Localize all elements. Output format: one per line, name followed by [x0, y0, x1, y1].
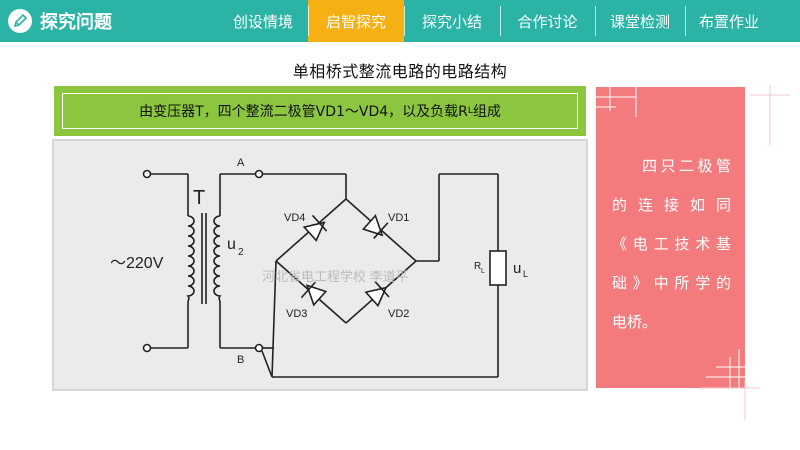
section-title: 探究问题 [40, 12, 112, 33]
vd3-label: VD3 [286, 308, 307, 320]
secondary-voltage-sub: 2 [238, 247, 244, 258]
tab-create-scenario[interactable]: 创设情境 [232, 12, 293, 31]
tab-quiz[interactable]: 课堂检测 [595, 0, 685, 42]
tab-summary[interactable]: 探究小结 [404, 0, 500, 42]
slide-title: 单相桥式整流电路的电路结构 [292, 62, 508, 81]
corner-deco-top [750, 85, 790, 145]
section-header: 探究问题 [8, 6, 112, 36]
tab-inquiry[interactable]: 启智探究 [308, 0, 404, 42]
circuit-diagram: T ～220V u 2 A B VD4 VD1 VD3 VD2 R L u L … [52, 139, 588, 391]
node-b-label: B [237, 354, 244, 366]
secondary-voltage-label: u [227, 236, 236, 253]
node-a-label: A [237, 157, 245, 169]
explanation-text: 四只二极管的连接如同《电工技术基础》中所学的电桥。 [612, 157, 731, 331]
load-label: R [474, 261, 481, 272]
diode-vd3 [300, 281, 328, 307]
source-label: ～220V [110, 255, 164, 272]
tab-homework[interactable]: 布置作业 [685, 0, 773, 42]
pencil-icon [8, 9, 32, 33]
corner-deco-bottom [700, 380, 760, 420]
tab-discussion[interactable]: 合作讨论 [500, 0, 595, 42]
diode-vd1 [361, 214, 389, 239]
vd4-label: VD4 [284, 212, 305, 224]
output-voltage-sub: L [523, 269, 528, 279]
diode-vd4 [302, 214, 328, 242]
load-label-sub: L [481, 268, 485, 275]
nav-tabs: 创设情境 启智探究 探究小结 合作讨论 课堂检测 布置作业 [218, 0, 773, 42]
explanation-card: 四只二极管的连接如同《电工技术基础》中所学的电桥。 [596, 87, 745, 388]
vd1-label: VD1 [388, 212, 409, 224]
decorative-lines [596, 87, 745, 388]
transformer-label: T [193, 187, 205, 209]
output-voltage-label: u [513, 260, 521, 277]
diode-vd2 [364, 280, 390, 308]
top-bar: 探究问题 创设情境 启智探究 探究小结 合作讨论 课堂检测 布置作业 [0, 0, 800, 42]
vd2-label: VD2 [388, 308, 409, 320]
bridge-rectifier-schematic: T ～220V u 2 A B VD4 VD1 VD3 VD2 R L u L … [110, 157, 528, 378]
watermark: 河北省电工程学校 李道平 [262, 269, 409, 284]
